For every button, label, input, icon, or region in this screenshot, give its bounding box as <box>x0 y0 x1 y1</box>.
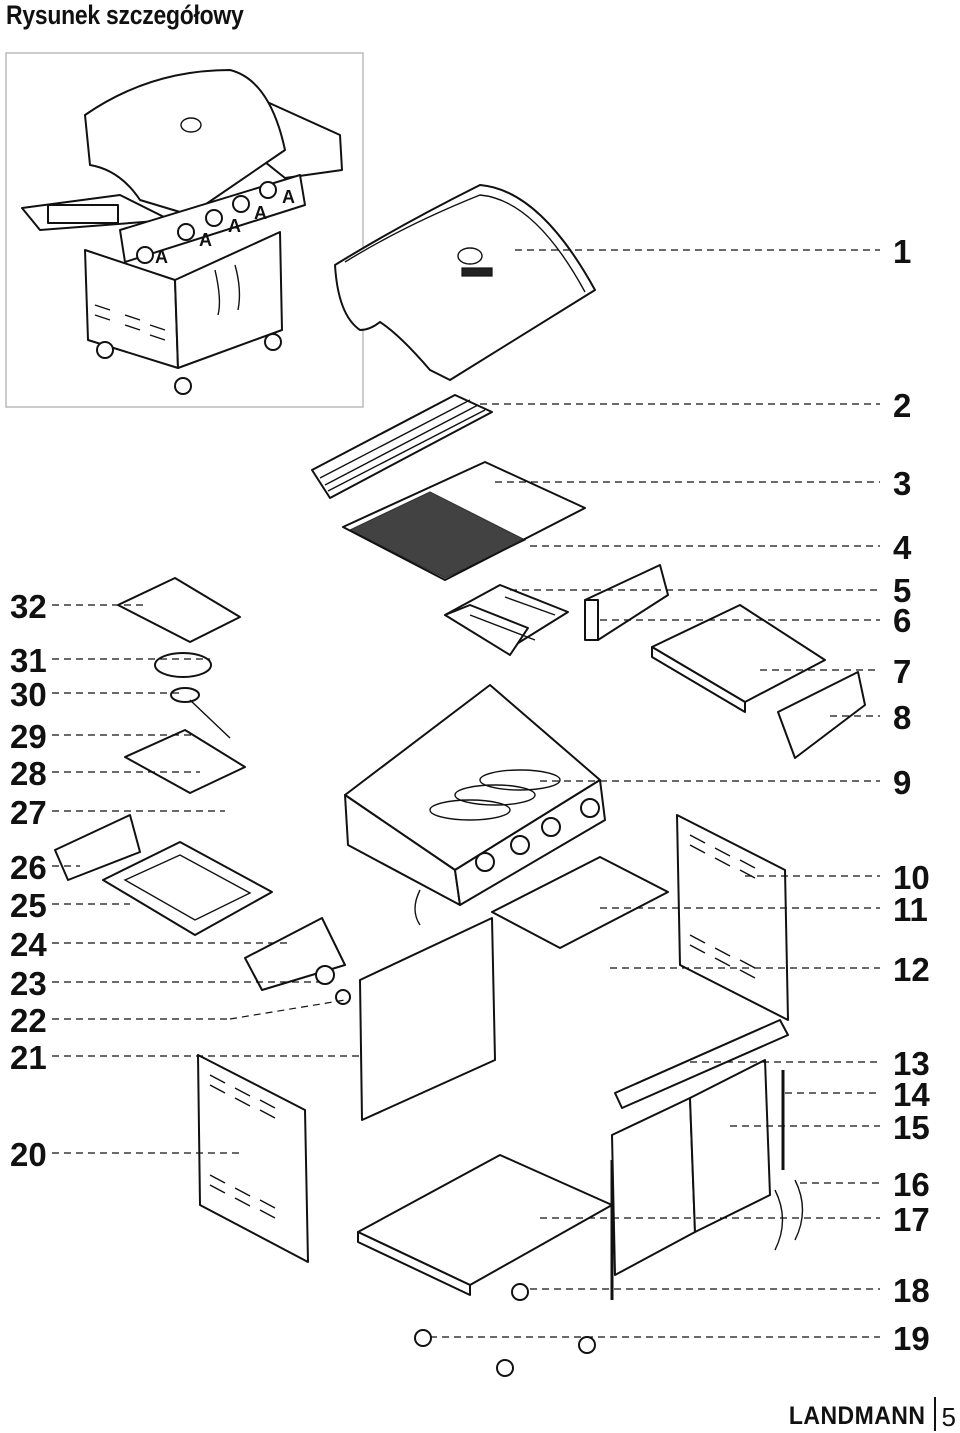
part-number: 2 <box>893 387 911 424</box>
part-number: 7 <box>893 653 911 690</box>
assembled-grill-overview: A A A A A <box>5 52 364 408</box>
page-number: 5 <box>941 1402 956 1432</box>
part-number: 9 <box>893 764 911 801</box>
part-numbers-left: 32 31 30 29 28 27 26 25 24 23 22 21 20 <box>10 588 47 1173</box>
part-number: 30 <box>10 676 47 713</box>
footer-divider <box>933 1397 936 1431</box>
part-number: 8 <box>893 699 911 736</box>
part-number: 21 <box>10 1039 47 1076</box>
part-number: 15 <box>893 1109 930 1146</box>
side-panel-right-part <box>676 814 789 1021</box>
part-number: 26 <box>10 849 47 886</box>
part-number: 25 <box>10 887 47 924</box>
drip-tray-part <box>491 856 669 949</box>
flame-tamers-part <box>444 584 569 656</box>
back-panel-part <box>359 917 496 1121</box>
control-panel-side-part <box>244 917 351 1005</box>
part-number: 6 <box>893 602 911 639</box>
side-panel-left-part <box>197 1054 309 1263</box>
part-number: 17 <box>893 1201 930 1238</box>
part-number: 4 <box>893 529 912 566</box>
knob-label-a: A <box>254 203 267 223</box>
part-number: 16 <box>893 1166 930 1203</box>
knob-label-a: A <box>155 247 168 267</box>
leader-lines-right <box>430 249 880 1338</box>
brand-logo: LANDMANN <box>788 1402 926 1430</box>
side-burner-lid-part <box>117 577 241 643</box>
part-number: 28 <box>10 755 47 792</box>
page-footer: LANDMANN 5 <box>777 1397 956 1431</box>
knob-label-a: A <box>282 187 295 207</box>
doors-part <box>610 1059 804 1300</box>
knob-label-a: A <box>228 216 241 236</box>
side-shelf-part <box>651 604 826 713</box>
part-number: 31 <box>10 642 47 679</box>
knob-label-a: A <box>199 230 212 250</box>
front-brace-part <box>614 1019 789 1109</box>
warming-rack-part <box>311 394 493 499</box>
side-burner-grate-part <box>154 652 212 678</box>
part-number: 24 <box>10 926 47 963</box>
side-table-frame-part <box>102 841 273 936</box>
side-burner-part <box>170 687 231 739</box>
casters-part <box>414 1283 596 1377</box>
part-number: 19 <box>893 1320 930 1357</box>
bottom-shelf-part <box>357 1154 613 1296</box>
part-number: 23 <box>10 965 47 1002</box>
part-numbers-right: 1 2 3 4 5 6 7 8 9 10 11 12 13 14 15 16 1… <box>893 233 930 1357</box>
firebox-part <box>344 684 606 926</box>
part-number: 18 <box>893 1272 930 1309</box>
lid-part <box>334 184 596 381</box>
part-number: 1 <box>893 233 911 270</box>
shelf-bracket-part <box>777 671 866 759</box>
part-number: 10 <box>893 859 930 896</box>
part-number: 20 <box>10 1136 47 1173</box>
part-number: 3 <box>893 465 911 502</box>
page-title: Rysunek szczegółowy <box>6 0 244 30</box>
leader-lines-left <box>52 604 362 1154</box>
side-bracket-left-part <box>54 814 141 881</box>
part-number: 12 <box>893 951 930 988</box>
part-number: 14 <box>893 1076 930 1113</box>
part-number: 29 <box>10 718 47 755</box>
part-number: 22 <box>10 1002 47 1039</box>
side-burner-tray-part <box>124 729 246 794</box>
cooking-grate-part <box>342 461 586 581</box>
part-number: 27 <box>10 794 47 831</box>
part-number: 32 <box>10 588 47 625</box>
part-number: 13 <box>893 1045 930 1082</box>
part-number: 11 <box>893 891 928 928</box>
part-number: 5 <box>893 572 911 609</box>
side-bracket-part <box>584 564 669 641</box>
